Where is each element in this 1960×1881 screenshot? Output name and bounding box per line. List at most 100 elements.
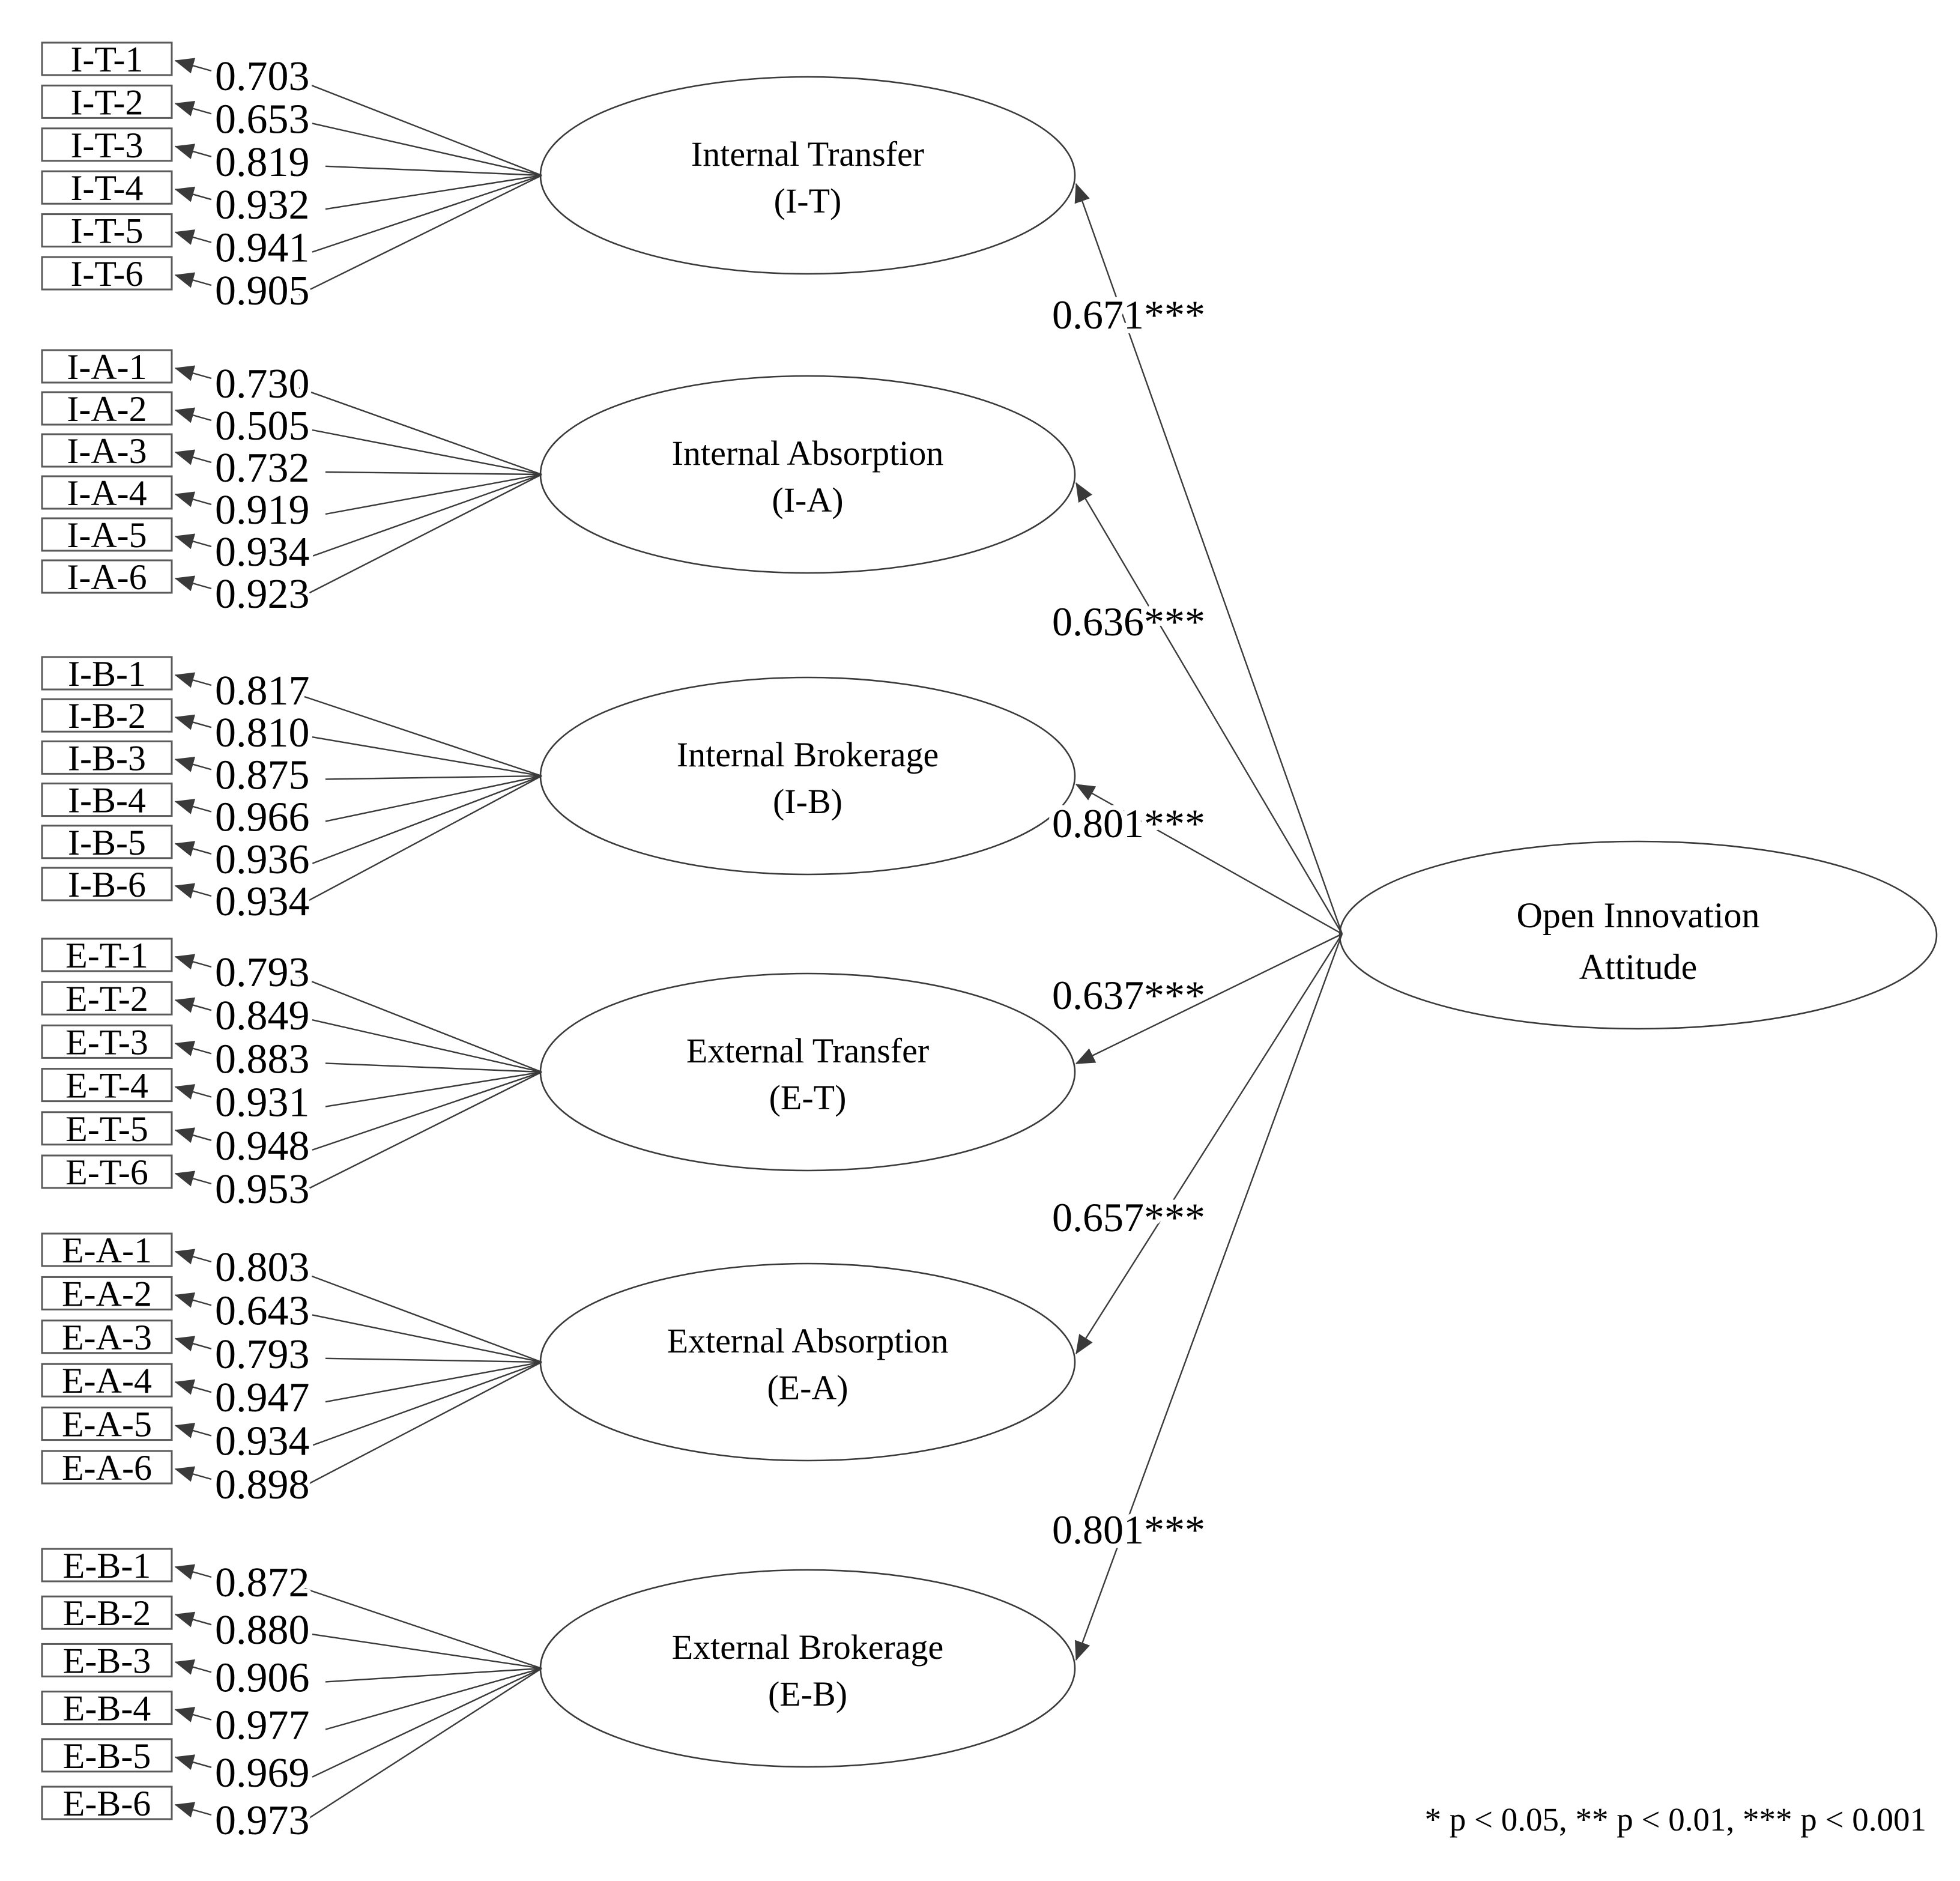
indicator-label-e-t-4: E-T-4 xyxy=(65,1066,148,1106)
indicator-box-i-b-6 xyxy=(41,867,173,901)
outcome-label-line2: Attitude xyxy=(1579,947,1698,987)
loading-line-i-b-5 xyxy=(312,775,542,864)
factor-label-line1-i-t: Internal Transfer xyxy=(691,135,924,174)
structural-path-e-t xyxy=(1075,933,1343,1065)
loading-value-e-t-2: 0.849 xyxy=(215,993,310,1039)
loading-line-e-t-1 xyxy=(298,975,542,1073)
indicator-label-i-t-6: I-T-6 xyxy=(70,254,143,294)
indicator-label-i-a-4: I-A-4 xyxy=(67,473,147,513)
indicator-arrow-e-t-5 xyxy=(174,1127,212,1143)
indicator-box-e-a-3 xyxy=(41,1319,173,1354)
loading-line-i-b-4 xyxy=(325,775,542,822)
indicator-label-i-t-1: I-T-1 xyxy=(70,40,143,79)
indicator-label-e-t-1: E-T-1 xyxy=(65,936,148,975)
indicator-box-i-t-5 xyxy=(41,213,173,248)
indicator-box-e-a-6 xyxy=(41,1450,173,1485)
factor-label-line2-i-b: (I-B) xyxy=(773,782,842,821)
loading-value-e-b-1: 0.872 xyxy=(215,1560,310,1606)
loading-line-i-b-2 xyxy=(312,736,542,777)
loading-value-i-a-4: 0.919 xyxy=(215,487,310,533)
indicator-label-e-a-1: E-A-1 xyxy=(62,1231,152,1270)
indicator-label-i-b-1: I-B-1 xyxy=(68,654,146,694)
indicator-arrow-i-b-2 xyxy=(174,714,212,730)
indicator-box-i-t-3 xyxy=(41,127,173,162)
factor-ellipse-e-a xyxy=(539,1262,1076,1462)
indicator-label-i-b-6: I-B-6 xyxy=(68,865,146,904)
factor-label-line1-e-b: External Brokerage xyxy=(672,1628,944,1667)
factor-ellipse-i-b xyxy=(539,676,1076,876)
loading-value-i-b-6: 0.934 xyxy=(215,879,310,925)
indicator-arrow-i-t-2 xyxy=(174,100,212,117)
indicator-label-e-a-5: E-A-5 xyxy=(62,1405,152,1444)
indicator-label-e-b-1: E-B-1 xyxy=(63,1546,151,1586)
path-coefficient-i-b: 0.801*** xyxy=(1052,801,1205,846)
path-coefficient-i-t: 0.671*** xyxy=(1052,292,1205,338)
indicator-label-e-a-3: E-A-3 xyxy=(62,1318,152,1357)
loading-value-e-a-6: 0.898 xyxy=(215,1462,310,1508)
loading-value-e-t-5: 0.948 xyxy=(215,1123,310,1169)
indicator-label-e-a-4: E-A-4 xyxy=(62,1361,152,1401)
indicator-label-e-b-4: E-B-4 xyxy=(63,1689,151,1728)
indicator-box-i-a-4 xyxy=(41,475,173,510)
loading-line-i-t-5 xyxy=(312,174,542,253)
indicator-arrow-i-b-6 xyxy=(174,883,212,899)
loading-line-i-t-1 xyxy=(298,79,542,177)
structural-path-e-a xyxy=(1075,933,1343,1355)
indicator-label-e-a-2: E-A-2 xyxy=(62,1274,152,1313)
indicator-box-e-t-3 xyxy=(41,1024,173,1059)
factor-ellipse-i-t xyxy=(539,76,1076,275)
loading-line-i-a-3 xyxy=(325,471,542,476)
indicator-label-e-t-5: E-T-5 xyxy=(65,1109,148,1149)
indicator-arrow-i-a-2 xyxy=(174,407,212,423)
indicator-box-e-a-5 xyxy=(41,1407,173,1441)
factor-label-line2-i-t: (I-T) xyxy=(774,181,842,220)
indicator-box-e-a-4 xyxy=(41,1363,173,1398)
indicator-box-i-b-4 xyxy=(41,783,173,817)
indicator-arrow-i-a-4 xyxy=(174,491,212,507)
indicator-arrow-i-b-3 xyxy=(174,756,212,772)
shapes-layer xyxy=(41,41,1938,1820)
indicator-box-i-a-3 xyxy=(41,433,173,468)
loading-value-i-t-2: 0.653 xyxy=(215,96,310,142)
indicator-arrow-i-a-3 xyxy=(174,449,212,465)
indicator-box-i-b-5 xyxy=(41,825,173,859)
indicator-label-i-b-3: I-B-3 xyxy=(68,738,146,778)
indicator-label-i-a-1: I-A-1 xyxy=(67,347,147,387)
loading-line-e-a-6 xyxy=(298,1361,542,1490)
loading-line-e-t-3 xyxy=(325,1062,542,1073)
indicator-label-i-b-4: I-B-4 xyxy=(68,781,146,820)
indicator-box-e-t-5 xyxy=(41,1111,173,1146)
loading-line-i-a-5 xyxy=(312,473,542,557)
loading-value-i-t-4: 0.932 xyxy=(215,182,310,228)
loading-line-e-t-2 xyxy=(312,1019,542,1073)
loading-value-e-t-6: 0.953 xyxy=(215,1166,310,1213)
indicator-box-e-b-3 xyxy=(41,1643,173,1677)
indicator-arrow-e-b-4 xyxy=(174,1707,212,1722)
indicator-arrow-e-b-1 xyxy=(174,1564,212,1580)
indicator-box-i-t-2 xyxy=(41,84,173,119)
indicator-box-i-t-6 xyxy=(41,256,173,291)
indicator-arrow-e-b-3 xyxy=(174,1659,212,1675)
indicator-arrow-e-a-5 xyxy=(174,1423,212,1438)
loading-value-e-b-6: 0.973 xyxy=(215,1798,310,1844)
loading-value-i-a-2: 0.505 xyxy=(215,403,310,449)
loading-line-e-b-3 xyxy=(325,1667,542,1683)
indicator-arrow-i-t-1 xyxy=(174,58,212,74)
structural-path-i-a xyxy=(1075,482,1343,934)
indicator-label-i-t-3: I-T-3 xyxy=(70,126,143,165)
indicator-arrow-i-a-5 xyxy=(174,533,212,550)
loading-line-i-t-6 xyxy=(298,174,542,296)
indicator-label-e-b-3: E-B-3 xyxy=(63,1641,151,1680)
indicator-arrow-i-t-4 xyxy=(174,186,212,202)
indicator-label-i-t-4: I-T-4 xyxy=(70,168,143,208)
factor-label-line2-e-t: (E-T) xyxy=(769,1078,847,1117)
indicator-label-i-b-2: I-B-2 xyxy=(68,696,146,736)
indicator-arrow-i-b-5 xyxy=(174,841,212,856)
factor-label-line2-e-a: (E-A) xyxy=(767,1368,848,1407)
outcome-ellipse-open-innovation-attitude xyxy=(1338,840,1938,1030)
loading-line-e-a-4 xyxy=(325,1361,542,1403)
indicator-label-i-t-5: I-T-5 xyxy=(70,211,143,251)
